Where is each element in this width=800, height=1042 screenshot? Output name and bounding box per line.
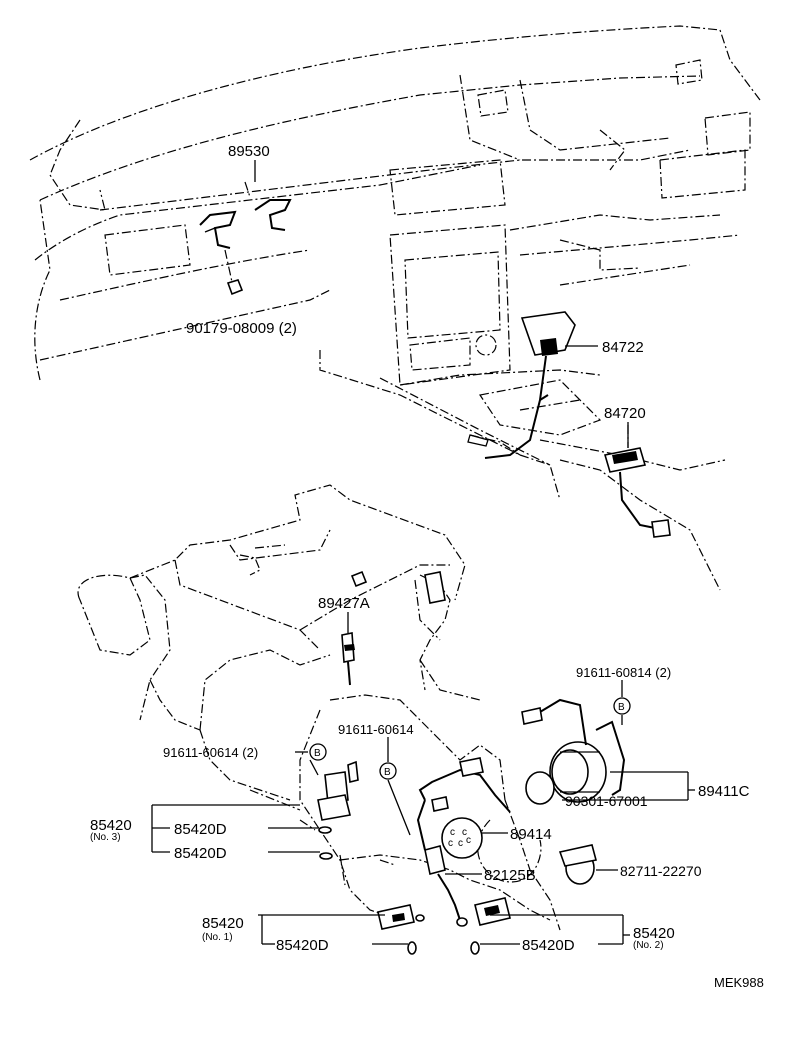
label-89427A: 89427A: [318, 595, 370, 612]
part-labels: 89530 90179-08009 (2) 84722 84720 89427A…: [90, 143, 764, 990]
label-91611-60614: 91611-60614: [338, 722, 414, 737]
sensor-85420-no2: [470, 897, 511, 955]
drawing-code: MEK988: [714, 975, 764, 990]
connector-82125B: [424, 845, 468, 927]
clamp-82711: [558, 844, 597, 885]
rotor-89414: c c c c c: [416, 757, 511, 859]
label-no2: (No. 2): [633, 940, 664, 951]
label-91611-60814: 91611-60814 (2): [576, 665, 671, 680]
svg-text:B: B: [618, 702, 625, 713]
svg-text:c: c: [450, 827, 455, 838]
engine-illustration: [77, 484, 561, 931]
label-84720: 84720: [604, 405, 646, 422]
svg-text:B: B: [384, 767, 391, 778]
switch-84722: [467, 311, 576, 459]
label-82711-22270: 82711-22270: [620, 863, 702, 879]
label-85420D-no1: 85420D: [276, 937, 329, 954]
svg-text:B: B: [314, 748, 321, 759]
label-85420-no2: 85420: [633, 925, 675, 942]
label-no3: (No. 3): [90, 832, 121, 843]
label-89414: 89414: [510, 826, 552, 843]
svg-text:c: c: [462, 827, 467, 838]
label-89411C: 89411C: [698, 783, 750, 800]
sensor-85420-no1: [377, 904, 425, 955]
label-85420D-b: 85420D: [174, 845, 227, 862]
circle-b-marker-3: B: [309, 743, 327, 761]
label-90301-67001: 90301-67001: [565, 793, 648, 809]
svg-text:c: c: [466, 835, 471, 846]
label-89530: 89530: [228, 143, 270, 160]
label-85420D-a: 85420D: [174, 821, 227, 838]
leader-lines: [151, 160, 695, 945]
label-no1: (No. 1): [202, 932, 233, 943]
label-82125B: 82125B: [484, 867, 536, 884]
sensor-89427A: [341, 632, 355, 686]
dashboard-illustration: [29, 25, 761, 591]
label-85420-no1: 85420: [202, 915, 244, 932]
sensor-89411C: [521, 698, 626, 805]
label-85420-no3: 85420: [90, 817, 132, 834]
label-91611-60614-2: 91611-60614 (2): [163, 745, 258, 760]
svg-text:c: c: [448, 838, 453, 849]
label-85420D-no2: 85420D: [522, 937, 575, 954]
label-84722: 84722: [602, 339, 644, 356]
circle-b-marker-1: B: [613, 697, 631, 715]
switch-84720: [603, 425, 671, 538]
label-90179-08009: 90179-08009 (2): [186, 320, 297, 337]
sensor-85420-no3: [299, 760, 359, 860]
svg-text:c: c: [458, 838, 463, 849]
bracket-89530: [199, 181, 292, 296]
circle-b-marker-2: B: [379, 762, 397, 780]
